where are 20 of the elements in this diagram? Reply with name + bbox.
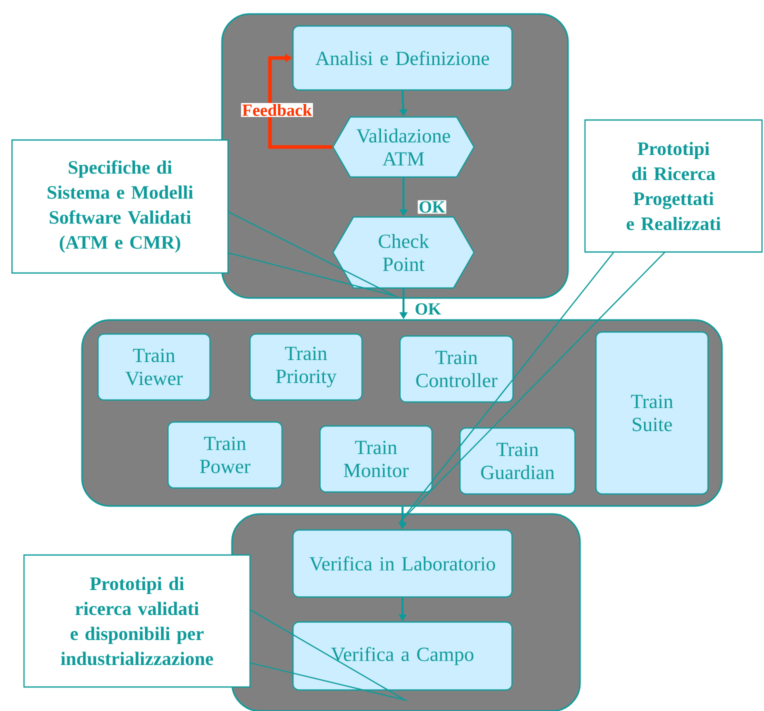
leader-line xyxy=(250,609,409,702)
callout-box: Prototipi di Ricerca Progettati e Realizzati xyxy=(584,119,763,253)
process-box: Verifica in Laboratorio xyxy=(292,529,513,598)
arrow xyxy=(268,54,332,149)
process-box: Train Viewer xyxy=(97,333,211,401)
leader-line xyxy=(399,252,666,523)
process-box: Train Priority xyxy=(249,333,363,401)
process-box: Train Guardian xyxy=(459,427,576,495)
edge-label: OK xyxy=(414,302,442,316)
process-box: Verifica a Campo xyxy=(292,621,513,691)
callout-box: Specifiche di Sistema e Modelli Software Validati (ATM e CMR) xyxy=(11,139,229,274)
process-box: Analisi e Definizione xyxy=(292,25,513,91)
edge-label: Feedback xyxy=(241,103,313,117)
hexagon-box: Check Point xyxy=(332,216,475,289)
process-box: Train Monitor xyxy=(319,425,433,493)
leader-line xyxy=(228,211,400,298)
callout-box: Prototipi di ricerca validati e disponibili per industrializzazione xyxy=(23,554,251,688)
process-box: Train Suite xyxy=(595,331,709,495)
process-box: Train Controller xyxy=(399,335,514,403)
process-box: Train Power xyxy=(167,421,283,489)
